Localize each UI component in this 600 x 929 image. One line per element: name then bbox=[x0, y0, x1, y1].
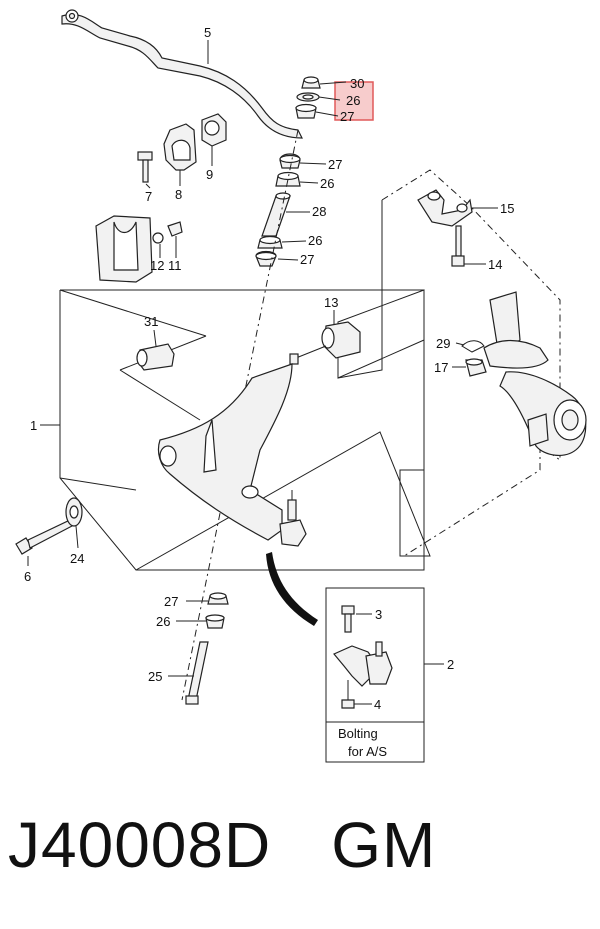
callout-28: 28 bbox=[312, 204, 326, 219]
inset-ball-joint bbox=[333, 605, 393, 709]
callout-30: 30 bbox=[350, 76, 364, 91]
clamp-bracket bbox=[163, 123, 197, 186]
brand-name: GM bbox=[331, 809, 437, 881]
callout-27-b: 27 bbox=[300, 252, 314, 267]
footer-caption: J40008D GM bbox=[8, 808, 592, 908]
callout-29: 29 bbox=[436, 336, 450, 351]
stabilizer-bush bbox=[201, 113, 227, 166]
callout-5: 5 bbox=[204, 25, 211, 40]
callout-25: 25 bbox=[148, 669, 162, 684]
steering-knuckle bbox=[483, 291, 587, 456]
callout-27-low: 27 bbox=[164, 594, 178, 609]
callout-24: 24 bbox=[70, 551, 84, 566]
link-bottom-stack bbox=[168, 592, 229, 705]
clamp-bolt bbox=[137, 151, 153, 189]
link-bushings-upper bbox=[275, 153, 327, 187]
arm-bushing-bolt bbox=[65, 497, 83, 549]
cotter-pin bbox=[455, 340, 485, 353]
link-sleeve bbox=[261, 192, 310, 237]
lower-arm-panel bbox=[59, 289, 431, 571]
callout-26-highlighted: 26 bbox=[346, 93, 360, 108]
inset-note-line2: for A/S bbox=[348, 744, 387, 759]
knuckle-outline bbox=[381, 169, 561, 557]
callout-7: 7 bbox=[145, 189, 152, 204]
callout-27-a: 27 bbox=[328, 157, 342, 172]
highlight-box bbox=[334, 81, 374, 121]
stabilizer-bar bbox=[61, 9, 303, 139]
callout-12: 12 bbox=[150, 258, 164, 273]
lower-control-arm bbox=[157, 363, 293, 541]
callout-26-low: 26 bbox=[156, 614, 170, 629]
callout-3: 3 bbox=[375, 607, 382, 622]
knuckle-bolt bbox=[451, 225, 486, 267]
arm-bolt bbox=[15, 519, 73, 566]
inset-arrow bbox=[266, 552, 318, 626]
parts-diagram: 5 30 26 27 7 8 9 27 26 28 26 27 12 11 15… bbox=[15, 9, 587, 763]
callout-15: 15 bbox=[500, 201, 514, 216]
arm-bushing-rear bbox=[289, 310, 361, 365]
inset-note-line1: Bolting bbox=[338, 726, 378, 741]
callout-6: 6 bbox=[24, 569, 31, 584]
callout-31: 31 bbox=[144, 314, 158, 329]
inset-box bbox=[325, 587, 425, 763]
link-bushings-lower bbox=[255, 235, 307, 267]
callout-26-a: 26 bbox=[320, 176, 334, 191]
callout-4: 4 bbox=[374, 697, 381, 712]
castle-nut bbox=[452, 358, 487, 377]
part-code: J40008D bbox=[8, 809, 272, 881]
callout-13: 13 bbox=[324, 295, 338, 310]
callout-11: 11 bbox=[168, 258, 182, 273]
top-link-stack bbox=[295, 76, 347, 119]
callout-9: 9 bbox=[206, 167, 213, 182]
callout-27-top: 27 bbox=[340, 109, 354, 124]
callout-14: 14 bbox=[488, 257, 502, 272]
knuckle-bracket bbox=[417, 189, 498, 227]
callout-1: 1 bbox=[30, 418, 37, 433]
arm-bushing-front bbox=[136, 329, 175, 371]
mounting-bracket bbox=[95, 215, 183, 283]
callout-2: 2 bbox=[447, 657, 454, 672]
ball-joint bbox=[279, 490, 307, 547]
callout-8: 8 bbox=[175, 187, 182, 202]
callout-17: 17 bbox=[434, 360, 448, 375]
callout-26-b: 26 bbox=[308, 233, 322, 248]
